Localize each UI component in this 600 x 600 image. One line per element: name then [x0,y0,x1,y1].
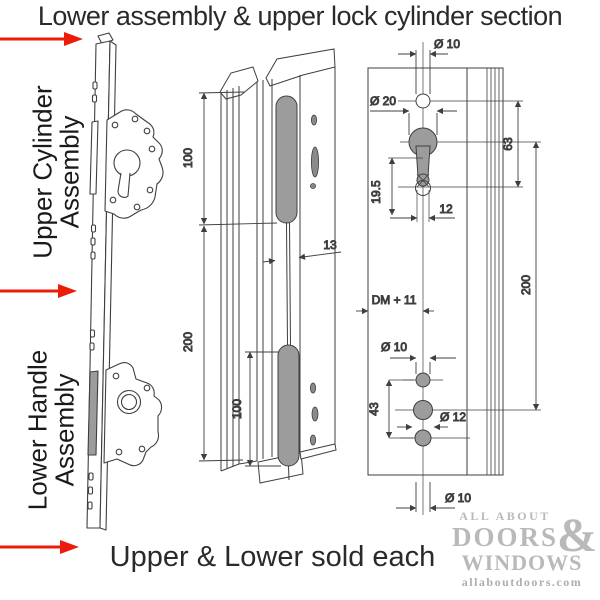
screw-hole [148,145,156,153]
pointer-arrows [0,32,83,554]
pointer-arrow-middle [0,284,77,298]
spindle-bore [413,400,433,420]
screw-hole [133,203,141,211]
upper-lock-bolt [275,95,298,224]
screw-hole [138,445,146,453]
mid-mount-hole [415,372,431,388]
fastener-mark [90,237,96,246]
screw-hole [143,384,151,392]
fastener-mark [91,94,98,103]
lower-faceplate-slot [87,370,99,456]
panel-hole [310,183,316,189]
dim-spindle-hole: Ø 12 [440,410,466,424]
dim-top-hole: Ø 10 [434,37,460,51]
dim-bottom-hole: Ø 10 [445,491,471,505]
fastener-mark [92,81,98,90]
fastener-mark [87,486,94,495]
lower-lock-bolt [277,344,300,467]
dim-tail-offset: 19.5 [369,180,383,204]
channel-bottom-cap [299,443,337,460]
fastener-mark [90,224,97,233]
allaboutdoors-logo: ALL ABOUT DOORS& WINDOWS allaboutdoors.c… [447,509,597,590]
fastener-mark [88,472,94,481]
top-mount-hole [415,93,431,109]
screw-hole [112,372,120,380]
screw-hole [111,121,119,129]
logo-doors: DOORS& [447,511,597,559]
panel-hole [309,382,316,394]
dim-spindle-span: 43 [367,402,381,416]
fastener-mark [89,329,96,338]
lower-handle-housing [103,362,163,467]
dim-mid-hole: Ø 10 [381,340,407,354]
channel-top-face-front [219,66,259,100]
spindle-hole [120,393,138,411]
fastener-mark [89,342,95,351]
screw-hole [115,448,123,456]
euro-cylinder-tail [117,172,131,198]
upper-faceplate-slot [89,120,99,195]
sold-each-caption: Upper & Lower sold each [109,541,436,573]
screw-hole [131,115,139,123]
logo-windows: WINDOWS [461,549,583,575]
faceplate-front-view: Ø 10 Ø 20 63 19.5 12 200 DM + 11 Ø 10 43… [356,37,541,515]
logo-ampersand: & [557,508,599,562]
logo-doors-text: DOORS [451,521,559,552]
fastener-mark [90,251,96,260]
logo-website: allaboutdoors.com [461,575,583,589]
logo-all-about: ALL ABOUT [459,508,551,523]
screw-hole [109,196,117,204]
panel-hole [311,406,319,422]
dim-upper-slot-height: 100 [181,148,195,168]
dim-tail-width: 12 [439,202,453,216]
page-title: Lower assembly & upper lock cylinder sec… [37,1,563,31]
fastener-mark [87,501,93,510]
dim-overall-height: 200 [181,332,195,352]
dim-center-span: 200 [519,275,533,295]
pointer-arrow-bottom [0,540,79,554]
euro-cylinder-hole [113,149,141,177]
panel-hole [310,114,317,126]
channel-isometric-view: 100 200 100 13 [181,48,342,484]
dim-cylinder-hole: Ø 20 [370,94,396,108]
screw-hole [143,127,151,135]
lock-isometric-view [86,32,164,531]
bottom-mount-hole [414,429,432,447]
dim-lower-slot-height: 100 [230,399,244,419]
dim-cylinder-span: 63 [501,137,515,151]
dim-backset: DM + 11 [372,293,417,307]
screw-hole [146,186,154,194]
pointer-arrow-top [0,32,83,46]
panel-slot [310,146,319,178]
cylinder-tail [415,145,431,178]
panel-hole [309,434,316,446]
dim-slot-width: 13 [323,238,337,252]
faceplate-outline [367,67,504,476]
